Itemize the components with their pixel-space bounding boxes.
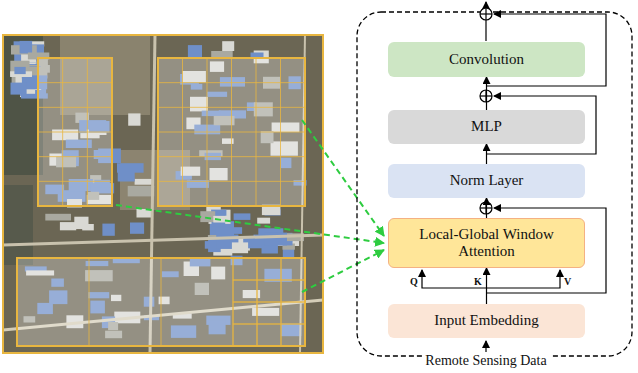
module-frame: [357, 12, 632, 356]
layer-box: Local-Global Window Attention: [388, 218, 585, 268]
layer-label: Convolution: [443, 51, 530, 68]
layer-box: Norm Layer: [388, 164, 585, 198]
layer-label: Input Embedding: [428, 312, 545, 329]
layer-label: Norm Layer: [444, 172, 530, 189]
layer-box: MLP: [388, 110, 585, 144]
layer-label: MLP: [465, 118, 508, 135]
qkv-label: K: [474, 276, 482, 287]
flow-arrow: [486, 268, 487, 304]
layer-box: Convolution: [388, 42, 585, 77]
window-arrows: [116, 120, 384, 292]
qkv-label: V: [564, 276, 571, 287]
layer-label: Local-Global Window Attention: [389, 226, 584, 261]
flow-arrow: [486, 144, 487, 164]
qkv-label: Q: [410, 276, 418, 287]
input-caption: Remote Sensing Data: [422, 353, 549, 369]
flow-arrow: [486, 198, 487, 218]
satellite-image: [3, 35, 323, 353]
window-grid: [17, 58, 305, 346]
flow-arrow: [486, 77, 487, 110]
layer-box: Input Embedding: [388, 304, 585, 338]
